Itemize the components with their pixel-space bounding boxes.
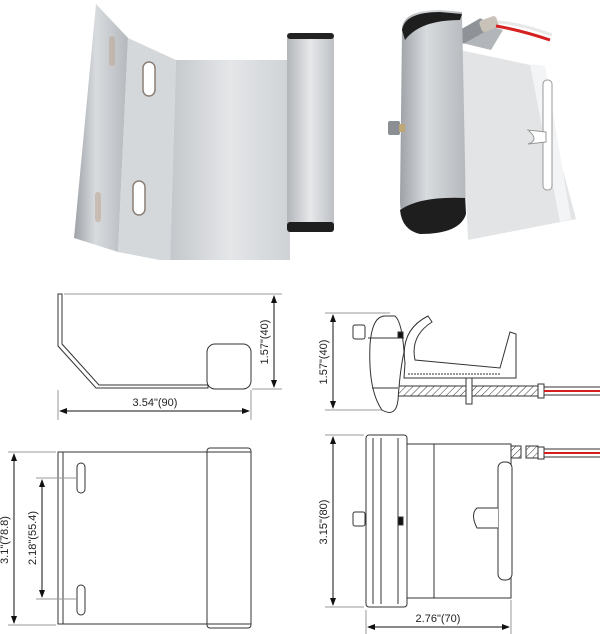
slot-icon [132,180,146,216]
width-dimension-label: 3.54"(90) [133,397,178,409]
hole-spacing-dimension-label: 2.18"(55.4) [27,511,39,565]
sensor-unit-photo [388,10,576,240]
armature-bracket-photo [74,4,334,260]
width-dimension-label: 2.76"(70) [416,613,461,625]
slot-icon [109,36,115,66]
cable-gland-icon [456,16,499,44]
slot-icon [142,61,156,97]
side-view-bracket-drawing [57,293,282,420]
hex-bolt-icon [388,121,405,135]
height-dimension-label: 3.15"(80) [318,500,330,545]
front-view-sensor-drawing [325,434,600,634]
height-dimension-label: 1.57"(40) [318,340,330,385]
height-dimension-label: 1.57"(40) [259,320,271,365]
front-view-bracket-drawing [8,447,252,629]
height-dimension-label: 3.1"(78.8) [0,516,11,564]
product-photos [74,4,576,260]
side-view-sensor-drawing [325,312,600,413]
slot-icon [95,192,101,222]
